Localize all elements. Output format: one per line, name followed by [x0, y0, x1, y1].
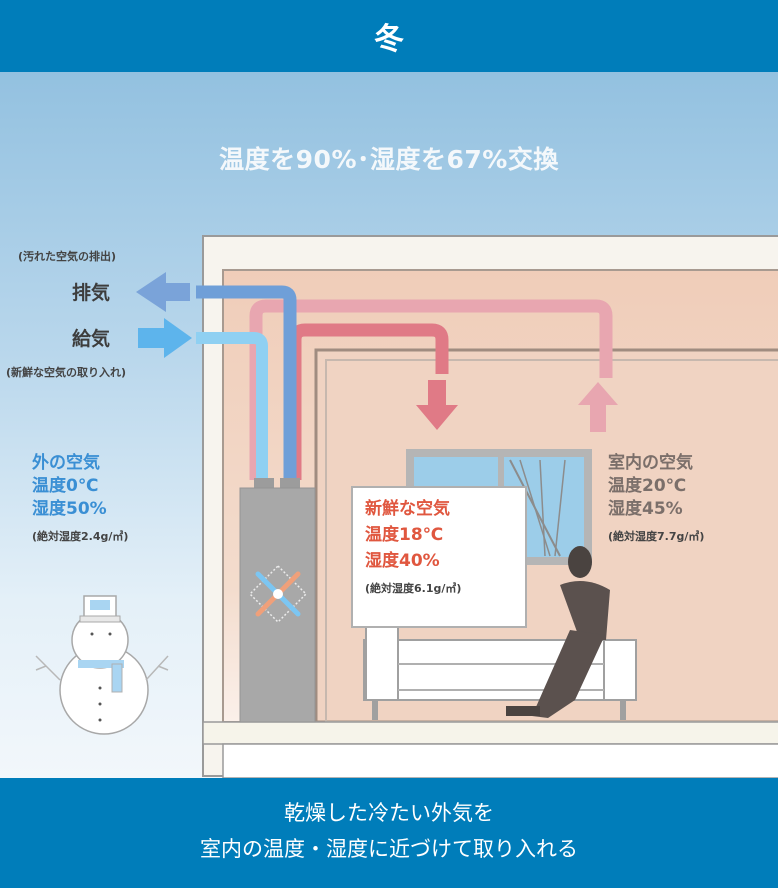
return-up-arrow-icon — [578, 382, 618, 432]
exhaust-arrow-icon — [136, 272, 190, 312]
caption-line-2: 室内の温度・湿度に近づけて取り入れる — [200, 837, 578, 861]
fresh-air-title: 新鮮な空気 — [365, 499, 450, 519]
supply-down-arrow-icon — [416, 380, 458, 430]
season-header: 冬 — [0, 0, 778, 72]
exhaust-label: 排気 — [72, 282, 111, 304]
exhaust-duct — [196, 285, 297, 482]
exchange-efficiency-text: 温度を90%･湿度を67%交換 — [219, 145, 559, 174]
outdoor-air-absolute-humidity: (絶対湿度2.4g/㎥) — [32, 530, 129, 543]
ventilation-unit — [239, 487, 316, 723]
outdoor-air-temperature: 温度0℃ — [32, 476, 99, 496]
floor — [202, 721, 778, 745]
supply-note: (新鮮な空気の取り入れ) — [6, 366, 127, 379]
indoor-air-title: 室内の空気 — [608, 453, 693, 473]
fresh-air-info-box: 新鮮な空気 温度18℃ 湿度40% (絶対湿度6.1g/㎥) — [351, 486, 527, 628]
indoor-air-humidity: 湿度45% — [608, 499, 683, 519]
fresh-air-humidity: 湿度40% — [365, 551, 440, 571]
fresh-air-temperature: 温度18℃ — [365, 525, 444, 545]
supply-duct — [196, 332, 268, 482]
indoor-air-temperature: 温度20℃ — [608, 476, 687, 496]
season-title: 冬 — [374, 22, 404, 57]
caption-line-1: 乾燥した冷たい外気を — [284, 801, 494, 825]
caption-footer: 乾燥した冷たい外気を 室内の温度・湿度に近づけて取り入れる — [0, 778, 778, 888]
supply-arrow-icon — [138, 318, 192, 358]
ventilation-diagram: 温度を90%･湿度を67%交換 (汚れた空気の排出) 排気 給気 (新鮮な空気の… — [0, 72, 778, 778]
exhaust-note: (汚れた空気の排出) — [18, 250, 117, 263]
supply-label: 給気 — [72, 328, 111, 350]
person-icon — [506, 546, 610, 718]
snowman-icon — [35, 595, 169, 735]
fresh-air-absolute-humidity: (絶対湿度6.1g/㎥) — [365, 582, 462, 595]
indoor-air-absolute-humidity: (絶対湿度7.7g/㎥) — [608, 530, 705, 543]
outdoor-air-title: 外の空気 — [32, 453, 100, 473]
indoor-air-info: 室内の空気 温度20℃ 湿度45% (絶対湿度7.7g/㎥) — [608, 452, 704, 548]
outdoor-air-info: 外の空気 温度0℃ 湿度50% (絶対湿度2.4g/㎥) — [32, 452, 128, 548]
heat-exchanger-icon — [248, 564, 308, 624]
return-air-duct — [249, 299, 613, 480]
house-illustration — [35, 235, 778, 778]
outdoor-air-humidity: 湿度50% — [32, 499, 107, 519]
